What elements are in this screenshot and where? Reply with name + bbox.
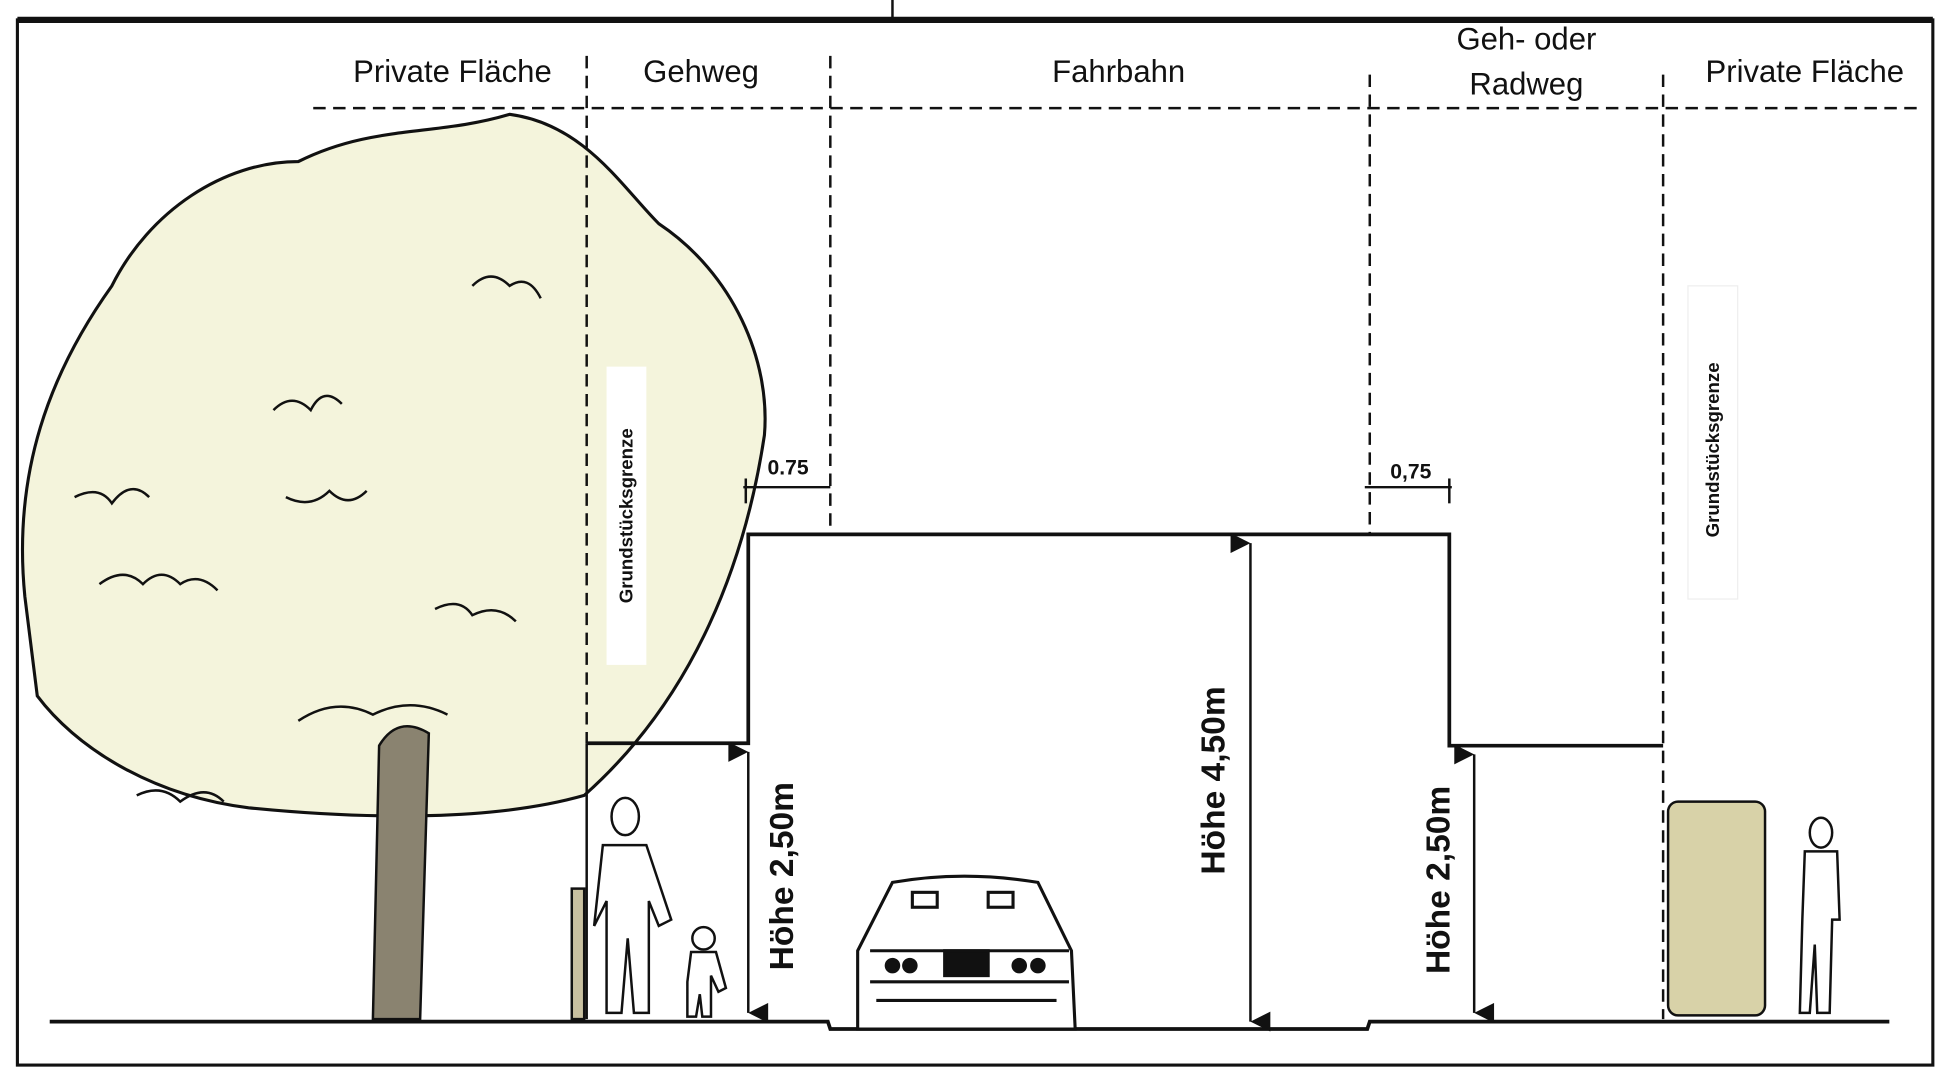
pedestrian-right-icon	[1798, 816, 1841, 1015]
tree-icon	[21, 112, 767, 1021]
header-gehweg: Gehweg	[643, 54, 759, 89]
pedestrian-adult-icon	[570, 796, 673, 1021]
offset-label-right: 0,75	[1390, 460, 1431, 483]
hedge-icon	[1666, 800, 1767, 1017]
property-line-label-right: Grundstücksgrenze	[1702, 362, 1723, 537]
height-label-center: Höhe 4,50m	[1195, 686, 1232, 874]
offset-dimension-right: 0,75	[1364, 460, 1452, 504]
header-fahrbahn: Fahrbahn	[1052, 54, 1185, 89]
offset-dimension-left: 0.75	[743, 457, 831, 504]
header-private-right: Private Fläche	[1706, 54, 1905, 89]
height-label-left: Höhe 2,50m	[764, 782, 801, 970]
pedestrian-child-icon	[686, 925, 728, 1018]
header-geh-rad-line1: Geh- oder	[1456, 22, 1596, 57]
car-icon	[856, 874, 1077, 1031]
offset-label-left: 0.75	[768, 457, 809, 480]
height-label-right: Höhe 2,50m	[1420, 786, 1457, 974]
property-line-label-left: Grundstücksgrenze	[616, 428, 637, 603]
header-geh-rad-line2: Radweg	[1469, 66, 1583, 101]
header-private-left: Private Fläche	[353, 54, 552, 89]
